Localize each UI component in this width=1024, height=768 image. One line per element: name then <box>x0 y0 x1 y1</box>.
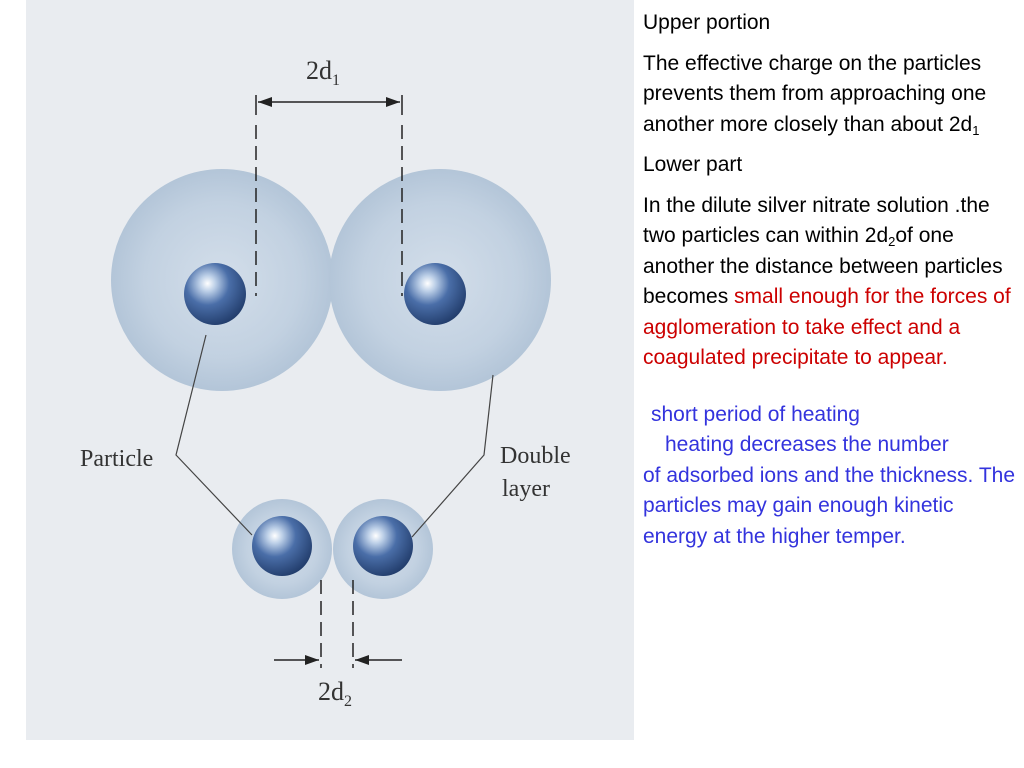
arrowhead-bottom-left <box>305 655 319 665</box>
figure-background <box>26 0 634 740</box>
label-particle: Particle <box>80 446 153 472</box>
upper-portion-body: The effective charge on the particles pr… <box>643 51 987 138</box>
arrowhead-right <box>386 97 400 107</box>
heating-body-first-line: heating decreases the number <box>665 433 949 456</box>
arrowhead-left <box>258 97 272 107</box>
label-2d2: 2d2 <box>318 677 352 710</box>
particle-bottom-right <box>353 516 413 576</box>
colloid-particle-diagram: 2d1 2d2 Particle Double layer <box>26 0 634 740</box>
label-layer: layer <box>502 476 550 502</box>
lower-part-heading: Lower part <box>643 153 743 176</box>
leader-lines <box>175 334 494 538</box>
heating-note: short period of heating heating decrease… <box>643 400 1018 553</box>
heating-body: of adsorbed ions and the thickness. The … <box>643 463 1016 548</box>
particle-bottom-left <box>252 516 312 576</box>
top-dimension <box>255 95 403 296</box>
explanation-panel: Upper portion The effective charge on th… <box>643 8 1018 552</box>
heating-heading: short period of heating <box>651 402 860 426</box>
label-double: Double <box>500 443 571 469</box>
upper-portion-heading: Upper portion <box>643 11 771 34</box>
label-2d1: 2d1 <box>306 56 340 89</box>
arrowhead-bottom-right <box>355 655 369 665</box>
particle-right <box>404 263 466 325</box>
lower-part-body: In the dilute silver nitrate solution .t… <box>643 193 1011 370</box>
particle-left <box>184 263 246 325</box>
agglomeration-highlight: small enough for the forces of agglomera… <box>643 285 1011 369</box>
